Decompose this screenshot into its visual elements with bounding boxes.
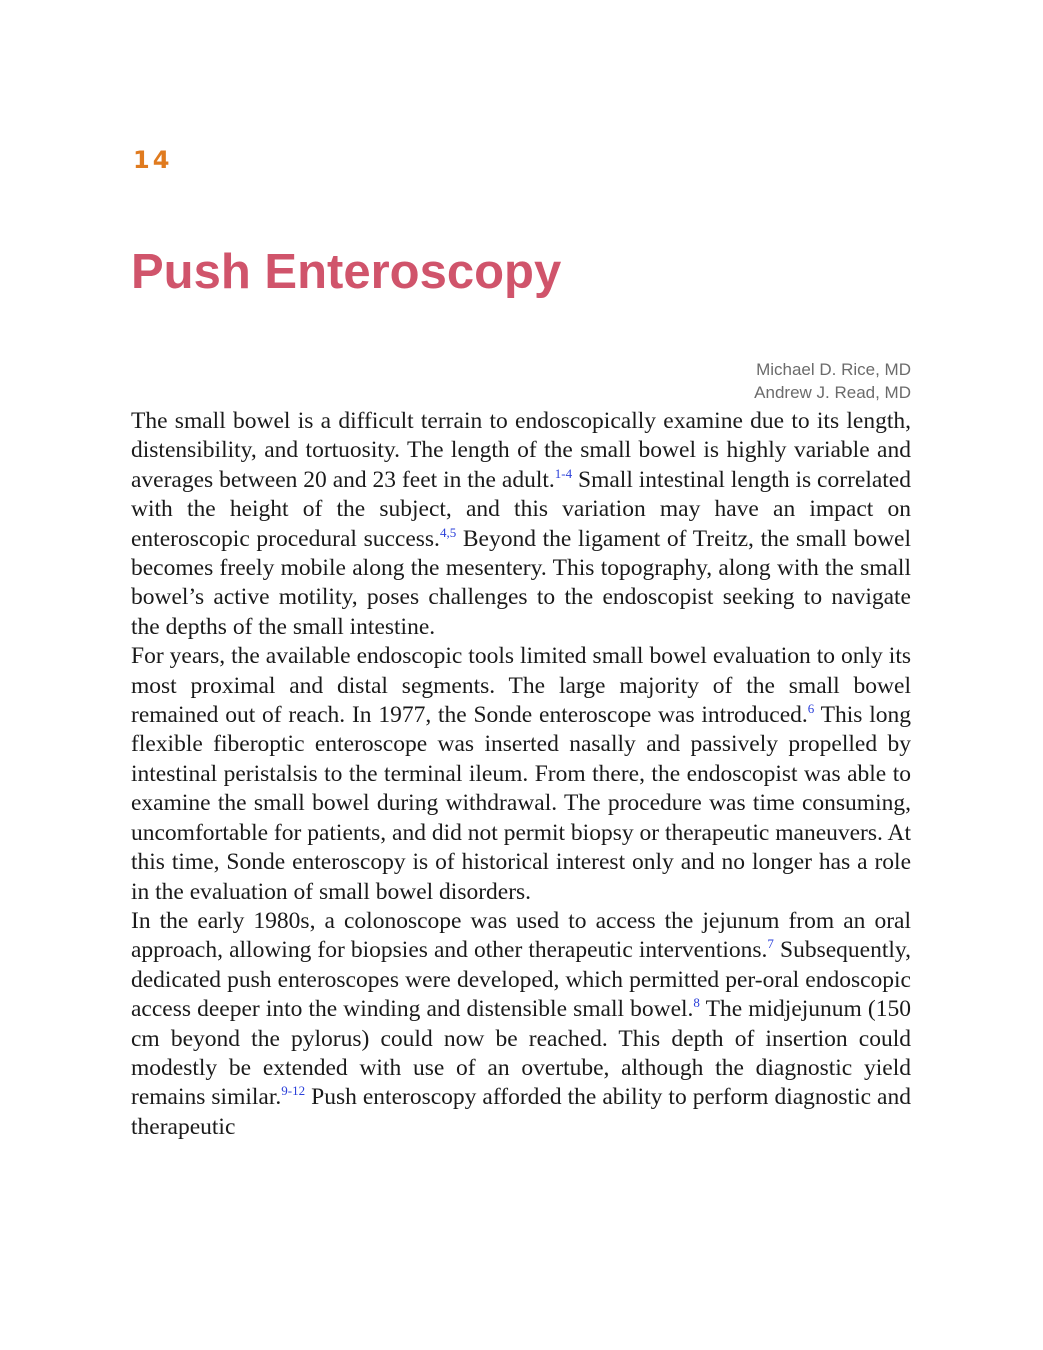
body-paragraph: In the early 1980s, a colonoscope was us… <box>131 907 911 1142</box>
reference-link[interactable]: 9-12 <box>281 1083 306 1099</box>
reference-link[interactable]: 8 <box>693 995 700 1011</box>
paragraph-text: In the early 1980s, a colonoscope was us… <box>131 907 911 964</box>
paragraph-text: This long flexible fiberoptic enteroscop… <box>131 702 911 905</box>
chapter-title: Push Enteroscopy <box>131 245 562 299</box>
paragraph-text: Small intestinal length is correlated wi… <box>131 466 911 552</box>
paragraph-text: Beyond the ligament of Treitz, the small… <box>131 525 911 640</box>
author-name: Andrew J. Read, MD <box>754 383 911 402</box>
paragraph-text: For years, the available endoscopic tool… <box>131 643 911 729</box>
reference-link[interactable]: 7 <box>767 936 774 952</box>
author-list: Michael D. Rice, MD Andrew J. Read, MD <box>754 358 911 404</box>
paragraph-text: Push enteroscopy afforded the ability to… <box>131 1084 911 1140</box>
chapter-body: The small bowel is a difficult terrain t… <box>131 407 911 1142</box>
body-paragraph: For years, the available endoscopic tool… <box>131 642 911 907</box>
body-paragraph: The small bowel is a difficult terrain t… <box>131 407 911 642</box>
chapter-number: 14 <box>133 146 173 174</box>
reference-link[interactable]: 1-4 <box>554 465 573 481</box>
reference-link[interactable]: 6 <box>807 701 815 717</box>
author-name: Michael D. Rice, MD <box>756 360 911 379</box>
paragraph-text: The midjejunum (150 cm beyond the pyloru… <box>131 996 911 1111</box>
reference-link[interactable]: 4,5 <box>439 524 457 540</box>
paragraph-text: Subsequently, dedicated push enteroscope… <box>131 937 911 1023</box>
book-page: 14 Push Enteroscopy Michael D. Rice, MD … <box>131 0 911 1350</box>
paragraph-text: The small bowel is a difficult terrain t… <box>131 408 911 493</box>
